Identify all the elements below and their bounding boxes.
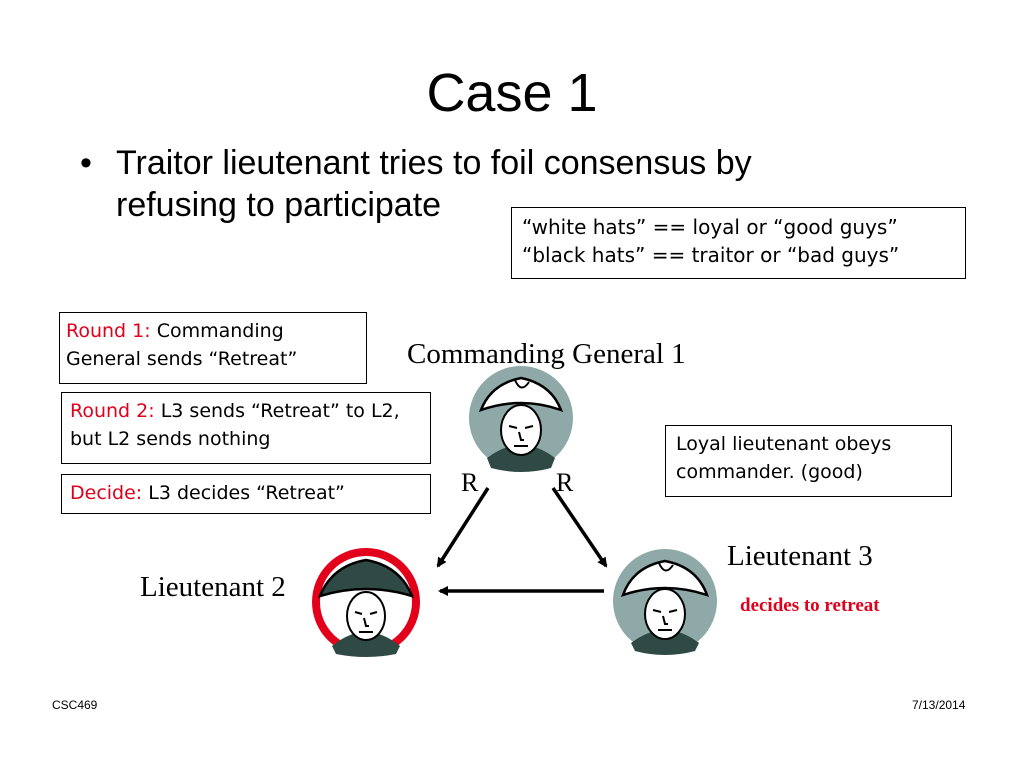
round1-text: Commanding General sends “Retreat” xyxy=(66,320,298,370)
decide-box: Decide: L3 decides “Retreat” xyxy=(61,474,431,514)
footer-date: 7/13/2014 xyxy=(912,698,966,712)
edge-label-commander-to-l3: R xyxy=(556,468,574,497)
round2-text: L3 sends “Retreat” to L2, but L2 sends n… xyxy=(70,400,400,450)
legend-box: “white hats” == loyal or “good guys” “bl… xyxy=(511,207,966,279)
lieutenant3-decision-note: decides to retreat xyxy=(740,595,880,616)
loyal-note-text: Loyal lieutenant obeys commander. (good) xyxy=(676,433,892,483)
arrow-commander-to-l3 xyxy=(551,487,608,568)
lieutenant2-black-hat-icon xyxy=(312,548,420,657)
lieutenant2-label: Lieutenant 2 xyxy=(140,571,286,603)
round2-label: Round 2: xyxy=(70,400,155,422)
lieutenant3-white-hat-icon xyxy=(613,549,717,655)
bullet-text: Traitor lieutenant tries to foil consens… xyxy=(116,144,752,224)
bullet-marker: • xyxy=(80,144,92,182)
legend-line-black-hats: “black hats” == traitor or “bad guys” xyxy=(522,243,900,267)
legend-line-white-hats: “white hats” == loyal or “good guys” xyxy=(522,215,898,239)
commander-white-hat-icon xyxy=(469,366,573,472)
edge-label-commander-to-l2: R xyxy=(461,468,479,497)
footer-course: CSC469 xyxy=(52,698,98,712)
round1-label: Round 1: xyxy=(66,320,151,342)
round2-box: Round 2: L3 sends “Retreat” to L2, but L… xyxy=(61,392,431,464)
round1-box: Round 1: Commanding General sends “Retre… xyxy=(59,312,367,384)
commander-label: Commanding General 1 xyxy=(407,338,686,370)
decide-text: L3 decides “Retreat” xyxy=(148,482,345,504)
decide-label: Decide: xyxy=(70,482,143,504)
slide-title: Case 1 xyxy=(426,63,598,123)
lieutenant3-label: Lieutenant 3 xyxy=(727,540,873,572)
loyal-note-box: Loyal lieutenant obeys commander. (good) xyxy=(665,425,952,497)
arrow-commander-to-l2 xyxy=(436,487,490,568)
